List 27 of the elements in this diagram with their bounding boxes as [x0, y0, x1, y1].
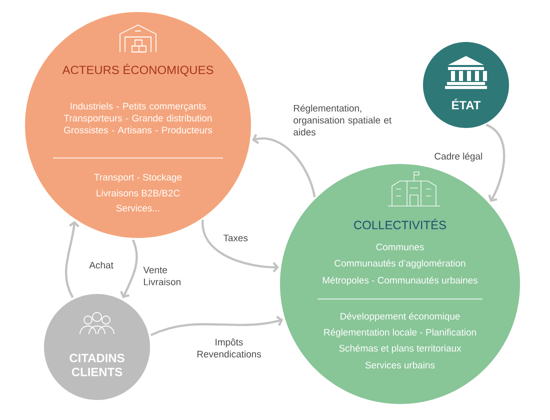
item-text: Services... — [116, 204, 160, 212]
edge-label: Achat — [89, 262, 114, 268]
heading: ACTEURS ÉCONOMIQUES — [62, 64, 214, 76]
heading: CITADINS CLIENTS — [70, 354, 124, 376]
edge-label: Cadre légal — [434, 152, 482, 162]
edge-label: Impôts Revendications — [197, 338, 261, 358]
item-text: Services urbains — [365, 362, 435, 368]
item-text: Livraisons B2B/B2C — [96, 190, 180, 196]
heading: ÉTAT — [452, 98, 481, 110]
item-text: Réglementation locale - Planification — [324, 328, 476, 338]
arrow — [486, 124, 506, 202]
item-text: Schémas et plans territoriaux — [339, 344, 462, 354]
item-list: Industriels - Petits commerçants Transporteurs - Grande distribution Grossistes - Artisans - Producteurs — [64, 102, 212, 134]
edge-label: Taxes — [223, 234, 248, 242]
item-text: Communautés d’agglomération — [334, 260, 466, 268]
edge-label: Vente Livraison — [143, 266, 180, 286]
item-text: Transport - Stockage — [94, 174, 182, 182]
arrow — [120, 239, 138, 298]
heading: COLLECTIVITÉS — [354, 218, 446, 230]
item-text: Métropoles - Communautés urbaines — [322, 276, 478, 286]
item-text: Communes — [376, 244, 424, 250]
arrow — [252, 134, 316, 198]
arrow — [64, 220, 80, 298]
arrow — [202, 220, 279, 272]
arrow — [150, 316, 284, 336]
item-text: Développement économique — [340, 312, 460, 322]
edge-label: Réglementation, organisation spatiale et aides — [294, 104, 392, 136]
